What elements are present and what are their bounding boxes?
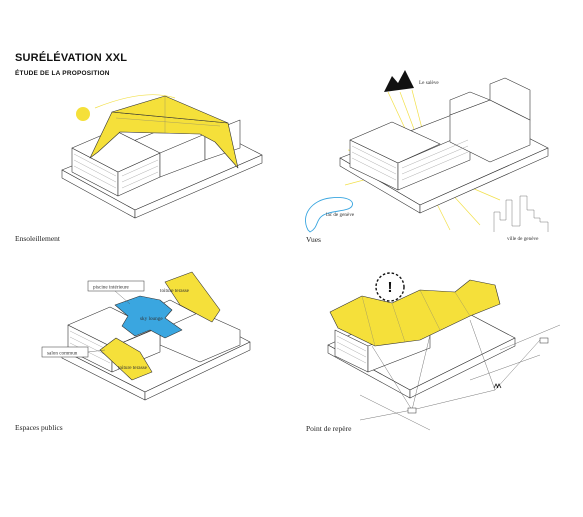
caption-views: Vues: [306, 235, 321, 244]
panel-sun: Ensoleillement: [15, 94, 263, 243]
street-lines: [359, 324, 561, 431]
exclamation-icon: !: [375, 272, 405, 302]
sun-icon: [76, 107, 90, 121]
pedestrian-icon: [493, 383, 502, 389]
page-subtitle: ÉTUDE DE LA PROPOSITION: [15, 68, 110, 77]
label-salon: salon commun: [47, 351, 78, 357]
label-ville: ville de genève: [507, 236, 539, 242]
building-views: [339, 77, 549, 214]
page-title: SURÉLÉVATION XXL: [15, 51, 127, 64]
label-box-piscine: [87, 280, 145, 292]
label-toiture-2: toiture terasse: [118, 365, 148, 371]
panel-landmark: ! Point de repère: [306, 272, 561, 433]
sight-lines: [359, 319, 541, 421]
observer-car-icon-2: [539, 337, 549, 344]
mountain-icon: [384, 70, 414, 92]
label-lac: lac de genève: [326, 212, 355, 218]
observer-car-icon: [407, 407, 417, 414]
svg-text:!: !: [388, 279, 393, 296]
caption-landmark: Point de repère: [306, 424, 352, 433]
panel-public: piscine intérieure toiture terasse sky l…: [15, 271, 251, 432]
terrace-top: [164, 271, 221, 323]
building-public: [61, 299, 251, 401]
label-toiture-1: toiture terasse: [160, 288, 190, 294]
caption-public: Espaces publics: [15, 423, 63, 432]
label-sky-lounge: sky lounge: [140, 316, 163, 322]
terrace-bottom: [99, 337, 153, 381]
lake-icon: [305, 197, 353, 233]
caption-sun: Ensoleillement: [15, 234, 61, 243]
panel-views: Le salève lac de genève ville de genève …: [305, 70, 549, 244]
city-skyline-icon: [493, 195, 549, 232]
label-saleve: Le salève: [419, 80, 439, 86]
label-piscine: piscine intérieure: [93, 285, 130, 291]
sky-lounge-area: [114, 295, 183, 339]
building-sun: [61, 95, 263, 219]
sun-path-arc: [94, 94, 176, 109]
